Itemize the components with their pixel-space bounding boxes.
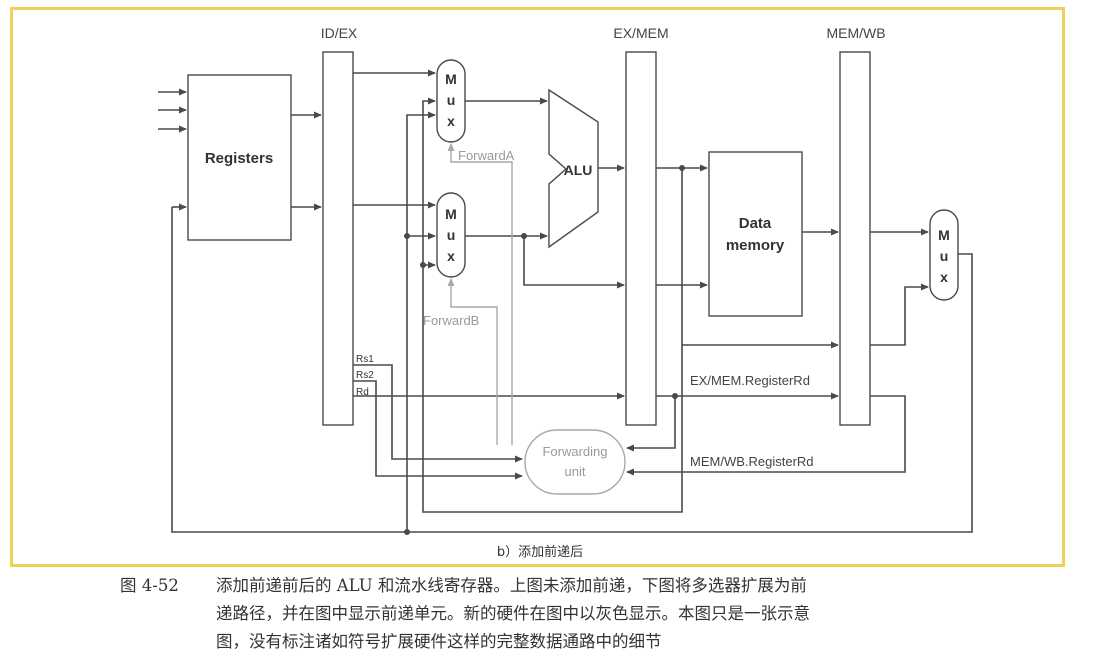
forward-a-label: ForwardA	[458, 148, 515, 163]
forwarding-unit-label-line2: unit	[565, 464, 586, 479]
mux-wb-letter-u: u	[940, 248, 949, 264]
mux-b-letter-m: M	[445, 206, 457, 222]
ex-mem-registerrd-label: EX/MEM.RegisterRd	[690, 373, 810, 388]
forwarding-unit-label-line1: Forwarding	[542, 444, 607, 459]
mem-wb-pipeline-register	[839, 51, 871, 426]
caption-line-2: 递路径，并在图中显示前递单元。新的硬件在图中以灰色显示。本图只是一张示意	[216, 604, 810, 623]
mux-a-letter-x: x	[447, 113, 455, 129]
ex-mem-pipeline-register	[625, 51, 657, 426]
forward-b-label: ForwardB	[423, 313, 479, 328]
mux-a-letter-m: M	[445, 71, 457, 87]
ex-mem-label: EX/MEM	[613, 25, 668, 41]
mem-wb-label: MEM/WB	[826, 25, 885, 41]
alu-label: ALU	[564, 162, 593, 178]
id-ex-label: ID/EX	[321, 25, 358, 41]
mux-b	[436, 192, 466, 278]
mux-wb-letter-m: M	[938, 227, 950, 243]
caption-text-1: 添加前递前后的 ALU 和流水线寄存器。上图未添加前递，下图将多选器扩展为前	[216, 576, 807, 595]
data-memory-label-line2: memory	[726, 237, 785, 254]
mux-b-letter-x: x	[447, 248, 455, 264]
rs2-label: Rs2	[356, 370, 374, 381]
registers-label: Registers	[205, 150, 273, 167]
alu	[548, 88, 599, 249]
mux-b-letter-u: u	[447, 227, 456, 243]
mem-wb-registerrd-label: MEM/WB.RegisterRd	[690, 454, 814, 469]
figure-caption: 图 4-52 添加前递前后的 ALU 和流水线寄存器。上图未添加前递，下图将多选器…	[120, 572, 1080, 656]
forwarding-unit	[524, 429, 626, 495]
subcaption: b）添加前递后	[497, 544, 583, 560]
caption-number: 图 4-52	[120, 576, 179, 595]
mux-a-letter-u: u	[447, 92, 456, 108]
id-ex-pipeline-register	[322, 51, 354, 426]
registers-block	[187, 74, 292, 241]
data-memory-block	[708, 151, 803, 317]
forwarding-datapath-diagram: ID/EX EX/MEM MEM/WB Registers M u x M u …	[158, 25, 973, 560]
mux-wb	[929, 209, 959, 301]
rs1-label: Rs1	[356, 354, 374, 365]
mux-wb-letter-x: x	[940, 269, 948, 285]
rd-label: Rd	[356, 387, 369, 398]
caption-line-1: 图 4-52 添加前递前后的 ALU 和流水线寄存器。上图未添加前递，下图将多选器…	[120, 572, 1080, 600]
caption-line-3: 图，没有标注诸如符号扩展硬件这样的完整数据通路中的细节	[216, 632, 662, 651]
data-memory-label-line1: Data	[739, 215, 772, 232]
